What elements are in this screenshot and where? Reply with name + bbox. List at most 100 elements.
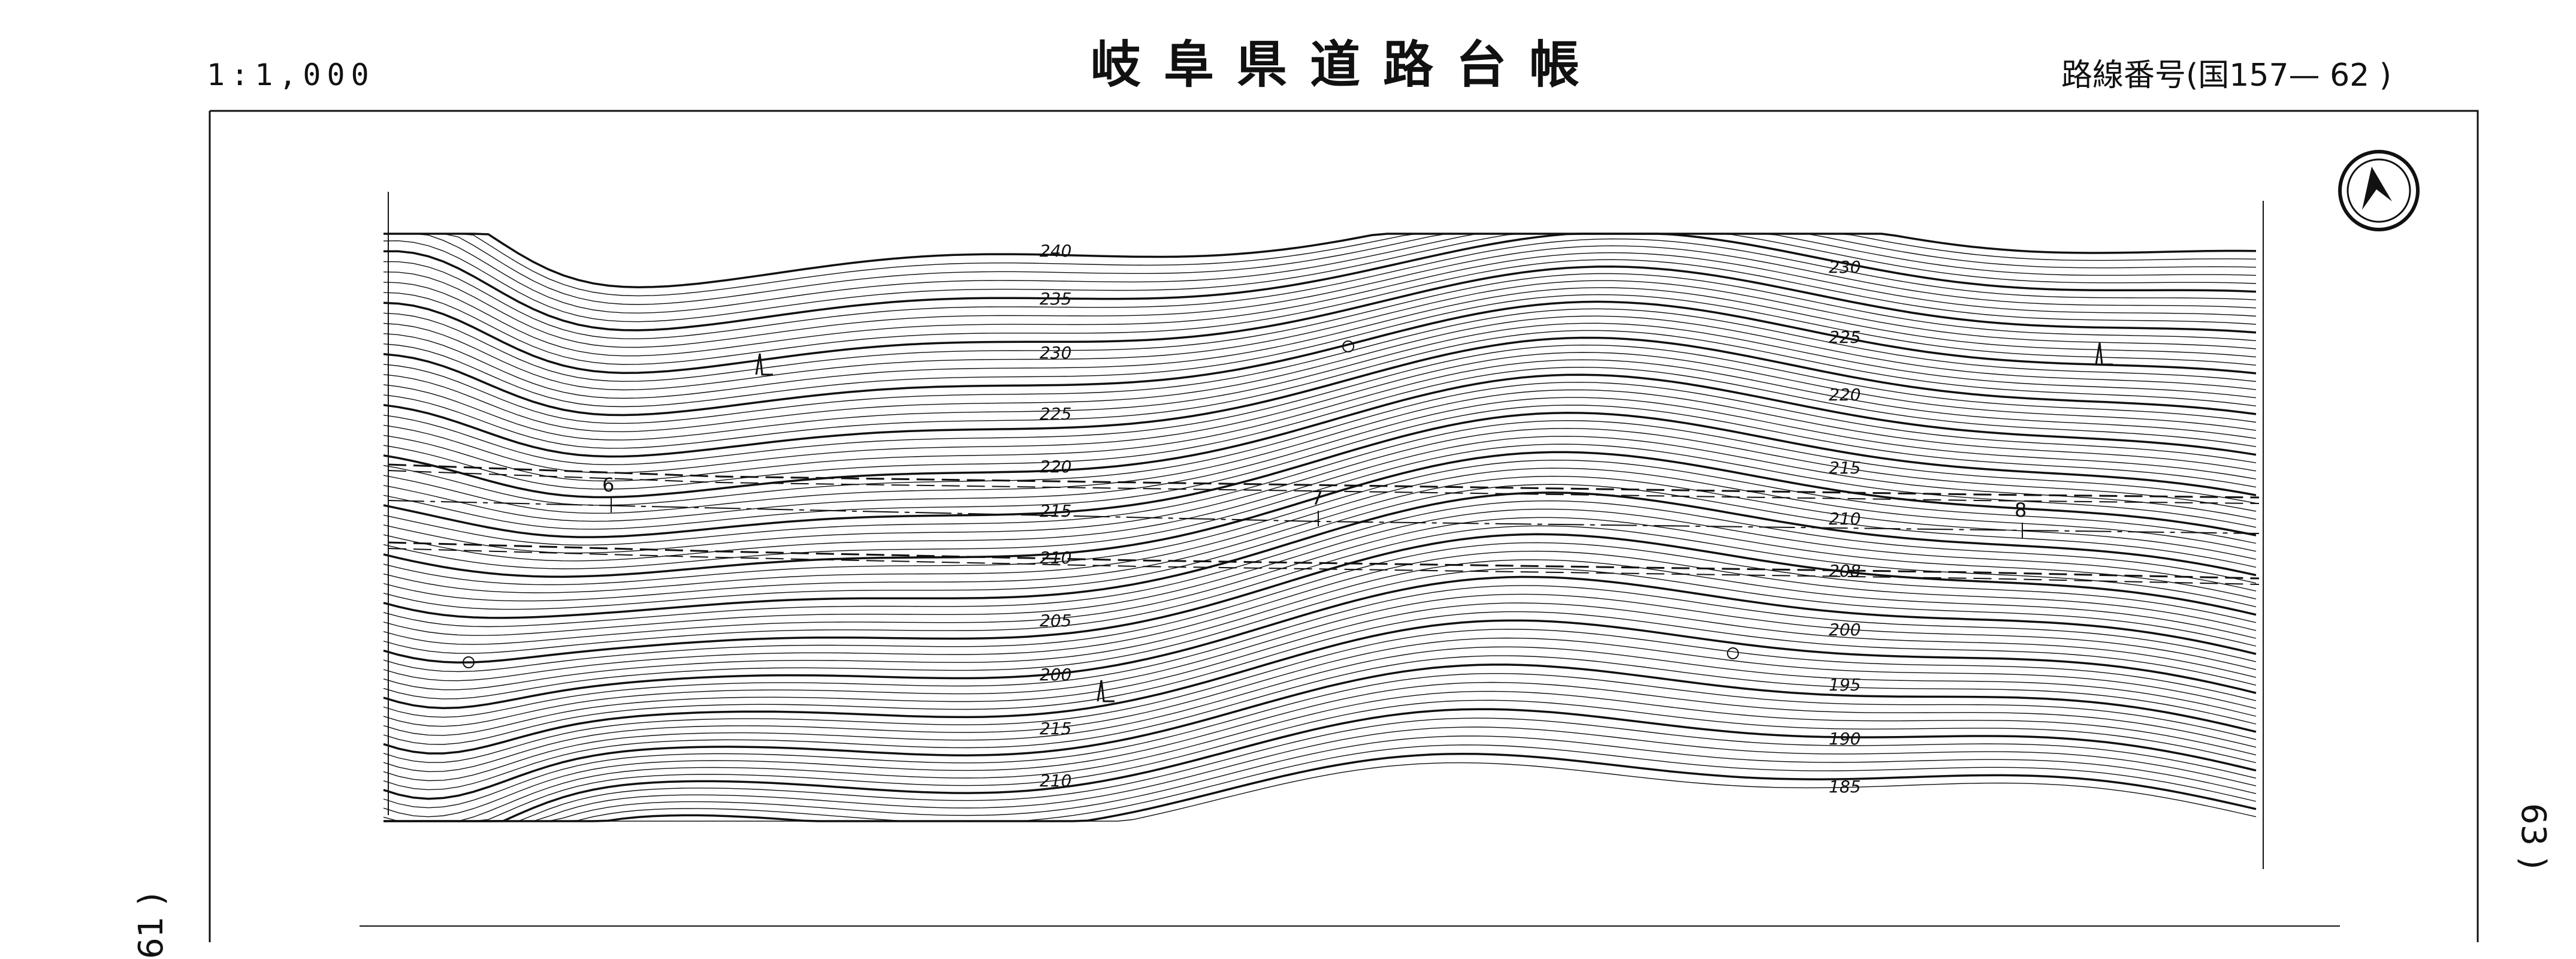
contour-line — [383, 444, 2257, 569]
contour-line — [383, 525, 2257, 654]
contour-label: 215 — [1829, 458, 1861, 478]
contour-line — [383, 233, 2257, 322]
contour-line — [383, 412, 2257, 538]
contour-line — [383, 672, 2257, 809]
contour-line — [383, 717, 2257, 822]
contour-line — [383, 280, 2257, 391]
vegetation-symbol-icon — [2095, 342, 2113, 366]
contour-label: 210 — [1829, 509, 1861, 529]
contour-label: 215 — [1040, 719, 1071, 738]
contour-label: 220 — [1829, 385, 1861, 405]
contour-line — [383, 382, 2257, 506]
road-edge-north — [388, 463, 2260, 499]
contour-line — [383, 233, 2257, 305]
contour-line — [383, 233, 2257, 331]
contour-line — [383, 735, 2257, 822]
spot-symbol-icon — [463, 656, 475, 668]
contour-line — [383, 397, 2257, 522]
contour-line — [383, 611, 2257, 745]
contour-line — [383, 664, 2257, 800]
contour-line — [383, 405, 2257, 530]
contour-line — [383, 550, 2257, 681]
contour-line — [383, 233, 2257, 314]
contour-line — [383, 294, 2257, 408]
north-arrow-icon — [2338, 150, 2420, 231]
contour-labels: 240 235 230 225 220 215 210 205 200 215 … — [1040, 241, 1861, 797]
contour-label: 230 — [1040, 343, 1071, 363]
contour-label: 215 — [1040, 501, 1071, 521]
contour-line — [383, 559, 2257, 690]
contour-line — [383, 475, 2257, 602]
svg-text:7: 7 — [1311, 487, 1323, 509]
contour-line — [383, 238, 2257, 339]
contour-line — [383, 459, 2257, 586]
contour-line — [383, 593, 2257, 727]
contour-line — [383, 359, 2257, 482]
road-edge-south-2 — [388, 548, 2260, 585]
contour-label: 205 — [1040, 611, 1071, 631]
contour-line — [383, 575, 2257, 710]
contour-line — [383, 451, 2257, 578]
contour-line — [383, 744, 2257, 822]
contour-label: 190 — [1829, 729, 1861, 749]
sheet-title: 岐阜県道路台帳 — [1091, 35, 1603, 94]
contour-label: 220 — [1040, 457, 1071, 477]
contour-line — [383, 484, 2257, 610]
contour-label: 195 — [1829, 675, 1861, 695]
svg-text:6: 6 — [602, 474, 614, 496]
contour-line — [383, 533, 2257, 664]
contour-line — [383, 233, 2257, 288]
svg-text:8: 8 — [2015, 499, 2027, 521]
contour-label: 200 — [1829, 620, 1861, 640]
contour-line — [383, 762, 2257, 822]
map-scale: 1:1,000 — [207, 58, 375, 92]
contour-line — [383, 491, 2257, 619]
contour-line — [383, 468, 2257, 593]
vegetation-symbol-icon — [1097, 680, 1115, 702]
contour-line — [383, 726, 2257, 822]
contour-line — [383, 646, 2257, 782]
contour-line — [383, 344, 2257, 466]
contour-line — [383, 273, 2257, 382]
contour-line — [383, 568, 2257, 699]
contour-line — [383, 266, 2257, 374]
contour-line — [383, 373, 2257, 499]
contour-label: 240 — [1040, 241, 1071, 261]
contour-line — [383, 637, 2257, 773]
contour-line — [383, 708, 2257, 822]
road-edge-north-2 — [388, 470, 2260, 504]
contour-line — [383, 699, 2257, 822]
station-marker: 7 — [1311, 487, 1323, 526]
contour-line — [383, 517, 2257, 645]
contour-line — [383, 366, 2257, 490]
contour-line — [383, 252, 2257, 357]
contour-line — [383, 322, 2257, 441]
contour-line — [383, 315, 2257, 433]
contour-line — [383, 245, 2257, 348]
contour-line — [383, 681, 2257, 818]
contour-line — [383, 336, 2257, 458]
road-edge-south — [388, 541, 2260, 580]
station-marker: 6 — [602, 474, 614, 512]
contour-line — [383, 629, 2257, 763]
contour-line — [383, 585, 2257, 718]
contour-label: 210 — [1040, 548, 1071, 568]
contour-label: 210 — [1040, 771, 1071, 791]
contour-line — [383, 233, 2257, 297]
contour-line — [383, 287, 2257, 399]
contour-line — [383, 508, 2257, 636]
sheet-frame — [209, 110, 2479, 942]
contour-line — [383, 752, 2257, 822]
vegetation-symbol-icon — [755, 353, 773, 376]
contour-line — [383, 655, 2257, 791]
contour-line — [383, 427, 2257, 554]
contour-line — [383, 436, 2257, 562]
contour-label: 185 — [1829, 777, 1861, 797]
contour-line — [383, 690, 2257, 822]
contour-label: 230 — [1829, 257, 1861, 277]
contour-lines — [383, 233, 2257, 822]
contour-line — [383, 352, 2257, 474]
contour-line — [383, 330, 2257, 449]
contour-label: 200 — [1040, 665, 1071, 684]
contour-label: 225 — [1040, 404, 1071, 424]
